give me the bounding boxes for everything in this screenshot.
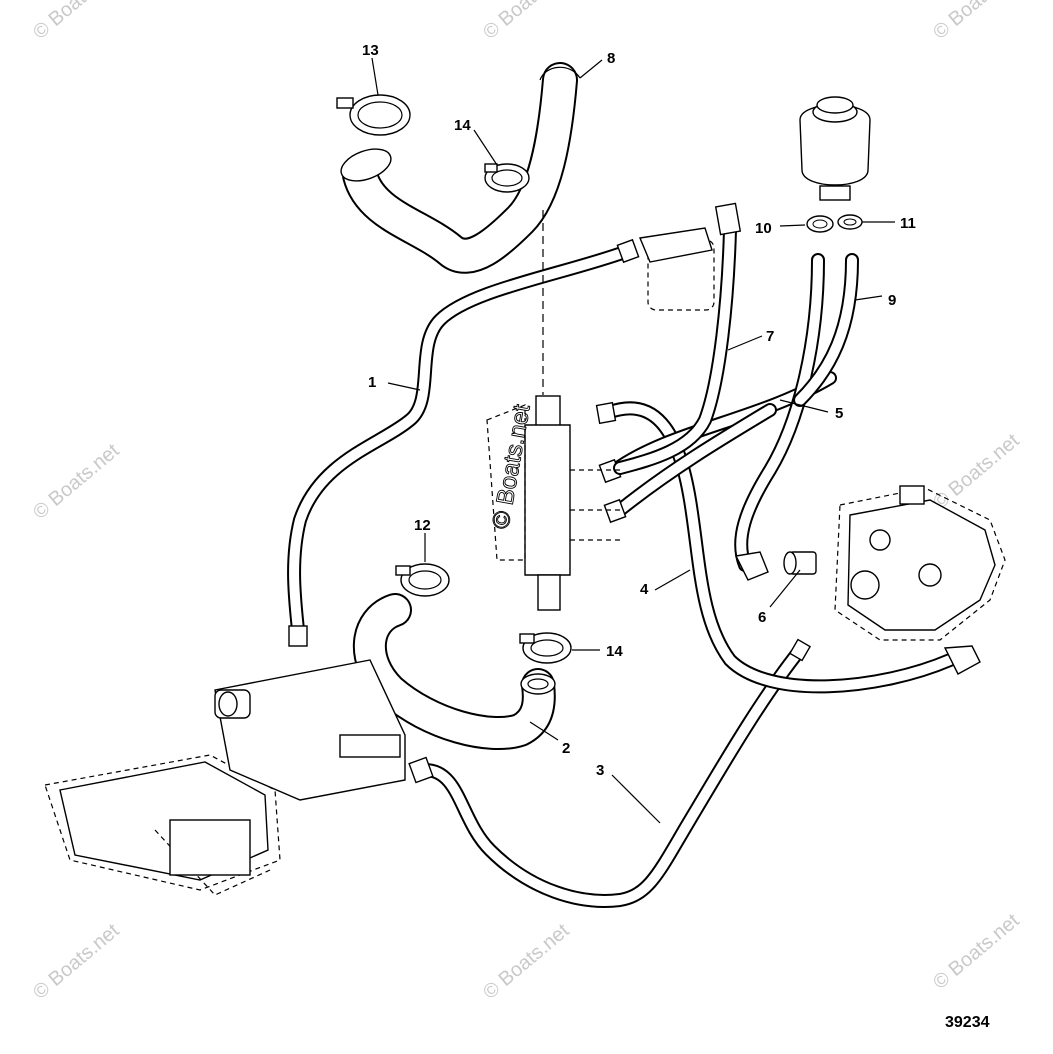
callout-12: 12 xyxy=(414,517,431,534)
hose-1 xyxy=(287,238,640,647)
hose-clamp-11 xyxy=(837,214,863,230)
callout-9: 9 xyxy=(888,292,896,309)
watermark-text: © Boats.net xyxy=(929,0,1024,44)
hose-clamp-12 xyxy=(395,563,450,597)
callout-11: 11 xyxy=(900,215,916,232)
hose-7 xyxy=(613,202,742,475)
hose-8 xyxy=(340,62,581,274)
callout-8: 8 xyxy=(607,50,615,67)
callout-5: 5 xyxy=(835,405,843,422)
watermark-text: © Boats.net xyxy=(29,0,124,44)
hose-5b xyxy=(603,403,777,524)
watermark-text: © Boats.net xyxy=(929,909,1024,993)
fitting-6 xyxy=(783,551,817,575)
watermark-text: © Boats.net xyxy=(29,439,124,523)
diagram-reference-number: 39234 xyxy=(945,1014,990,1031)
callout-10: 10 xyxy=(755,220,772,237)
callout-14-top: 14 xyxy=(454,117,471,134)
hose-clamp-14-top xyxy=(484,163,530,193)
callout-2: 2 xyxy=(562,740,570,757)
steering-actuator xyxy=(44,659,406,896)
callout-13: 13 xyxy=(362,42,379,59)
callout-14-bottom: 14 xyxy=(606,643,623,660)
watermark-text: © Boats.net xyxy=(29,919,124,1003)
callout-7: 7 xyxy=(766,328,774,345)
filter xyxy=(639,227,715,311)
watermark-text: © Boats.net xyxy=(479,0,574,44)
hose-4 xyxy=(595,401,981,694)
fluid-reservoir xyxy=(799,96,871,201)
hose-clamp-10 xyxy=(806,215,834,233)
hose-2 xyxy=(352,593,556,750)
leader-lines xyxy=(371,57,895,824)
callouts: 1 2 3 4 5 6 7 8 9 10 11 12 13 14 14 xyxy=(362,42,916,779)
callout-1: 1 xyxy=(368,374,376,391)
watermark-text: © Boats.net xyxy=(929,429,1024,513)
hose-9 xyxy=(734,253,859,581)
callout-6: 6 xyxy=(758,609,766,626)
hose-3 xyxy=(408,638,812,908)
callout-4: 4 xyxy=(640,581,649,598)
oil-cooler xyxy=(486,210,620,611)
power-steering-pump xyxy=(834,485,1006,641)
watermark-text: © Boats.net xyxy=(479,919,574,1003)
hose-clamp-14-bottom xyxy=(519,632,572,664)
hose-clamp-13 xyxy=(336,94,411,136)
callout-3: 3 xyxy=(596,762,604,779)
